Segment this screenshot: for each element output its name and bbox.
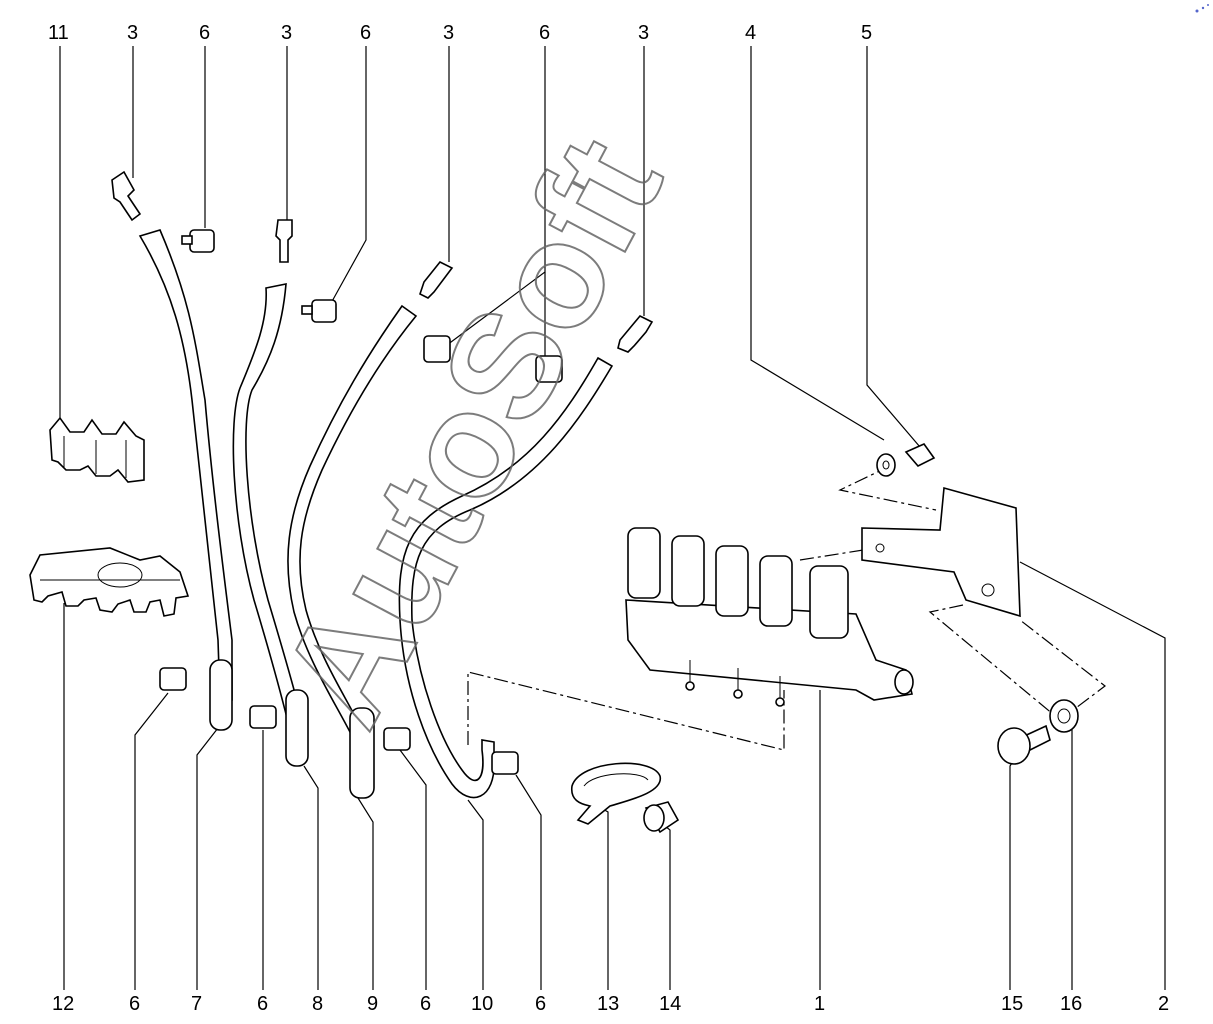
callout-3-a: 3 [127,22,138,44]
bolt-part-15 [997,724,1051,765]
hose-connector-part-3-b [275,219,293,263]
callout-16: 16 [1060,993,1082,1015]
callout-15: 15 [1001,993,1023,1015]
callout-10: 10 [471,993,493,1015]
washer-part-4 [876,453,896,477]
callout-2: 2 [1158,993,1169,1015]
callout-6-f: 6 [420,993,431,1015]
callout-12: 12 [52,993,74,1015]
callout-6-c: 6 [539,22,550,44]
callout-7: 7 [191,993,202,1015]
washer-part-16 [1049,699,1079,733]
hose-holder-bracket-part-12 [29,547,190,617]
callout-11: 11 [48,22,69,44]
callout-6-a: 6 [199,22,210,44]
callout-9: 9 [367,993,378,1015]
callout-3-d: 3 [638,22,649,44]
top-leader-lines [59,46,921,448]
callout-4: 4 [745,22,756,44]
triple-hose-clip-part-11 [49,416,145,483]
screw-part-5 [904,443,936,467]
hose-connector-part-3-a [111,170,142,222]
callout-8: 8 [312,993,323,1015]
hose-part-8 [232,283,309,767]
hose-clamp-part-6-e [159,667,187,691]
hose-clamp-part-6-a [181,229,215,253]
callout-3-c: 3 [443,22,454,44]
rubber-bush-part-14 [643,801,680,834]
hose-connector-part-3-c [419,260,454,299]
hose-part-10 [398,356,614,799]
autosoft-watermark: AutoSoft [248,112,694,750]
callout-13: 13 [597,993,619,1015]
injector-rail-part-1 [625,527,914,707]
hose-part-9 [287,304,418,799]
callout-5: 5 [861,22,872,44]
callout-6-g: 6 [535,993,546,1015]
hose-clamp-part-6-f [249,705,277,729]
hose-clamp-part-6-g [383,727,411,751]
hose-clamp-part-6-b [301,299,337,323]
callout-3-b: 3 [281,22,292,44]
hose-clamp-part-6-d [535,355,563,383]
mounting-bracket-part-2 [861,486,1021,618]
callout-14: 14 [659,993,681,1015]
mounting-strap-part-13 [570,762,661,825]
hose-part-7 [138,229,233,731]
hose-clamp-part-6-h [491,751,519,775]
callout-1: 1 [814,993,825,1015]
top-callouts: 11 3 6 3 6 3 6 3 4 5 [48,22,872,44]
corner-mark [1195,4,1209,13]
callout-6-e: 6 [257,993,268,1015]
callout-6-d: 6 [129,993,140,1015]
bottom-callouts: 12 6 7 6 8 9 6 10 6 13 14 1 15 16 2 [52,993,1169,1015]
hose-clamp-part-6-c [423,335,451,363]
callout-6-b: 6 [360,22,371,44]
hose-connector-part-3-d [617,315,654,353]
